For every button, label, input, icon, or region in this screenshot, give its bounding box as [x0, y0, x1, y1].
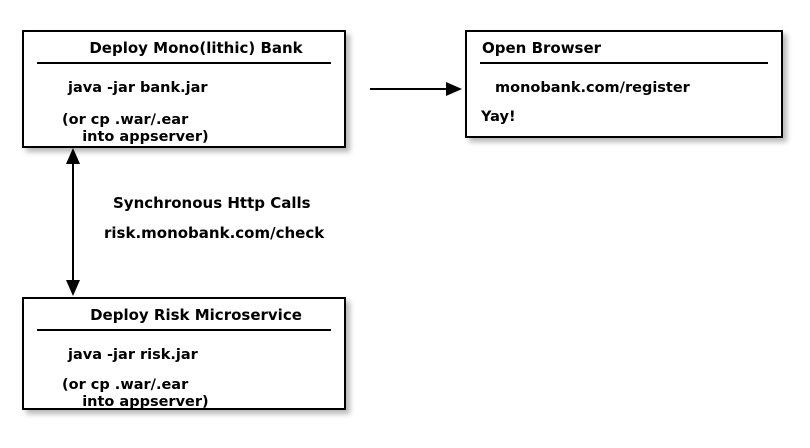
- node-line-java-jar-bank: java -jar bank.jar: [68, 80, 208, 96]
- arrow-mono-bank-to-risk-microservice: [66, 148, 80, 296]
- node-deploy-risk-microservice[interactable]: Deploy Risk Microservice java -jar risk.…: [22, 297, 346, 410]
- arrow-mono-bank-to-open-browser: [370, 82, 462, 96]
- edge-label-risk-monobank-check-url: risk.monobank.com/check: [104, 224, 325, 242]
- node-title-open-browser: Open Browser: [482, 39, 602, 57]
- node-title-deploy-mono-bank: Deploy Mono(lithic) Bank: [89, 39, 303, 57]
- node-line-war-ear-appserver: (or cp .war/.ear into appserver): [62, 112, 209, 145]
- node-line-yay: Yay!: [481, 109, 516, 125]
- node-line-monobank-register-url: monobank.com/register: [495, 80, 690, 96]
- node-deploy-mono-bank[interactable]: Deploy Mono(lithic) Bank java -jar bank.…: [22, 30, 346, 148]
- node-title-divider: [37, 62, 331, 64]
- node-title-divider: [480, 62, 768, 64]
- node-line-java-jar-risk: java -jar risk.jar: [68, 347, 198, 363]
- node-title-deploy-risk-microservice: Deploy Risk Microservice: [90, 306, 302, 324]
- edge-label-synchronous-http-calls: Synchronous Http Calls: [113, 194, 311, 212]
- node-title-divider: [37, 329, 331, 331]
- node-open-browser[interactable]: Open Browser monobank.com/register Yay!: [465, 30, 783, 138]
- node-line-war-ear-appserver: (or cp .war/.ear into appserver): [62, 377, 209, 410]
